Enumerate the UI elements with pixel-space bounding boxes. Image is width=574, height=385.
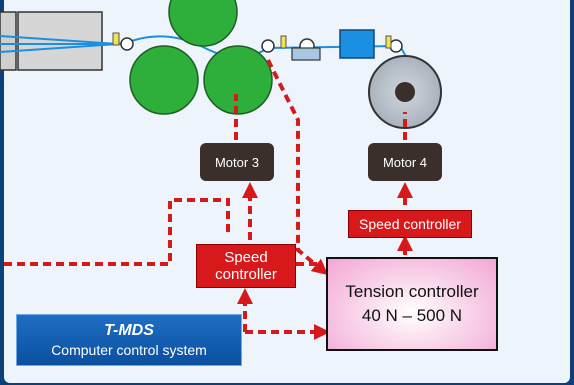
tension-controller-title: Tension controller bbox=[345, 282, 479, 301]
sensor-markers bbox=[112, 32, 392, 49]
top-roller bbox=[168, 0, 238, 47]
tmds-control-system-box: T-MDS Computer control system bbox=[16, 314, 242, 366]
calender-rollers bbox=[129, 0, 273, 115]
tmds-subtitle: Computer control system bbox=[51, 342, 207, 358]
guide-rollers bbox=[120, 37, 403, 54]
rewind-reel bbox=[368, 55, 442, 129]
speed-controller-left-line1: Speed bbox=[224, 249, 268, 266]
control-signal-lines bbox=[0, 59, 413, 340]
tmds-title: T-MDS bbox=[104, 322, 154, 339]
speed-controller-right: Speed controller bbox=[348, 210, 472, 238]
motor-3-box: Motor 3 bbox=[200, 143, 274, 181]
left-roller bbox=[129, 45, 199, 115]
tension-controller-box: Tension controller 40 N – 500 N bbox=[326, 257, 498, 351]
dancer-unit bbox=[291, 47, 321, 61]
motor-4-box: Motor 4 bbox=[368, 143, 442, 181]
unwind-station bbox=[0, 11, 103, 71]
speed-controller-left-line2: controller bbox=[215, 266, 277, 283]
speed-controller-left: Speed controller bbox=[196, 244, 296, 288]
tension-sensor-box bbox=[339, 29, 375, 59]
tension-controller-range: 40 N – 500 N bbox=[361, 306, 463, 325]
right-roller bbox=[203, 45, 273, 115]
